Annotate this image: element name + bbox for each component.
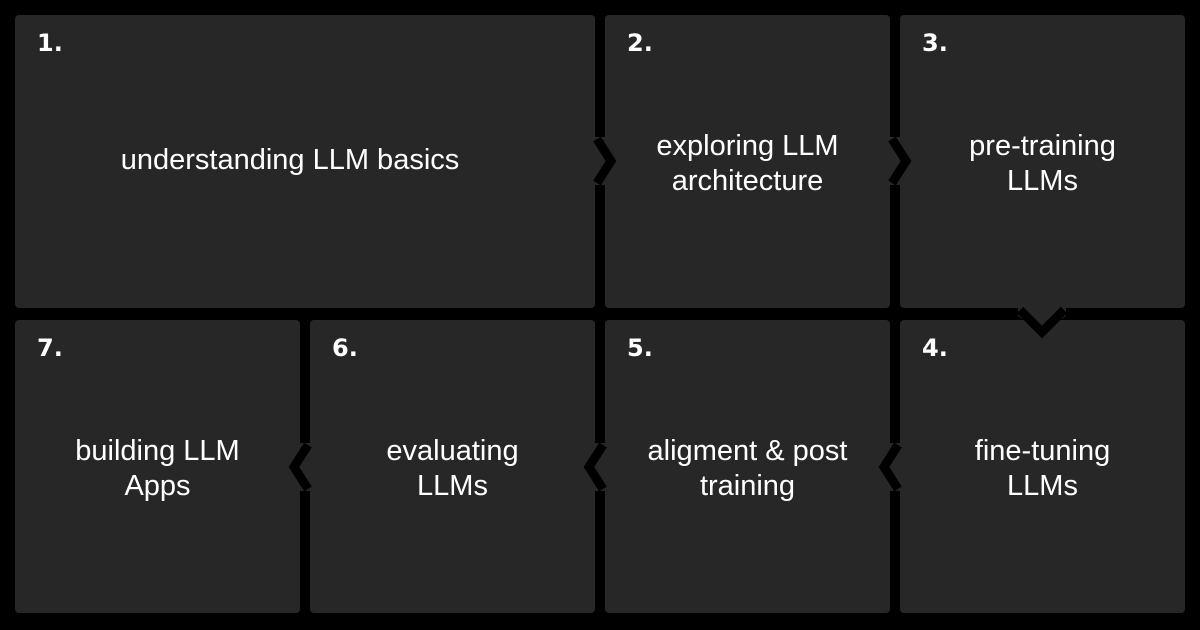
step-3-card: 3. pre-training LLMs <box>900 15 1185 308</box>
step-5-number: 5. <box>627 334 653 362</box>
connector-5-to-6-arrow <box>583 443 607 491</box>
step-6-number: 6. <box>332 334 358 362</box>
step-5-label-line: training <box>699 470 796 502</box>
step-1-label-line: understanding LLM basics <box>120 144 460 176</box>
connector-3-to-4-arrow <box>1018 306 1066 339</box>
step-2-card: 2. exploring LLM architecture <box>605 15 890 308</box>
step-5-label-line: aligment & post <box>647 435 848 467</box>
step-4-label: fine-tuning LLMs <box>900 434 1185 504</box>
step-6-label: evaluating LLMs <box>310 434 595 504</box>
step-6-label-line: evaluating <box>386 435 519 467</box>
step-3-label: pre-training LLMs <box>900 129 1185 199</box>
step-3-label-line: LLMs <box>1007 165 1078 197</box>
step-2-label-line: exploring LLM <box>656 130 839 162</box>
step-2-label-line: architecture <box>671 165 824 197</box>
step-6-card: 6. evaluating LLMs <box>310 320 595 613</box>
step-3-number: 3. <box>922 29 948 57</box>
connector-1-to-2-arrow <box>593 137 617 185</box>
step-7-label: building LLM Apps <box>15 434 300 504</box>
connector-6-to-7-arrow <box>288 443 312 491</box>
step-1-label: understanding LLM basics <box>0 143 595 178</box>
step-7-label-line: Apps <box>124 470 191 502</box>
step-2-number: 2. <box>627 29 653 57</box>
connector-4-to-5-arrow <box>878 443 902 491</box>
step-7-number: 7. <box>37 334 63 362</box>
step-4-label-line: LLMs <box>1007 470 1078 502</box>
step-2-label: exploring LLM architecture <box>605 129 890 199</box>
step-4-label-line: fine-tuning <box>974 435 1111 467</box>
step-5-card: 5. aligment & post training <box>605 320 890 613</box>
step-7-card: 7. building LLM Apps <box>15 320 300 613</box>
step-7-label-line: building LLM <box>75 435 240 467</box>
step-3-label-line: pre-training <box>969 130 1116 162</box>
step-4-card: 4. fine-tuning LLMs <box>900 320 1185 613</box>
step-5-label: aligment & post training <box>605 434 890 504</box>
step-6-label-line: LLMs <box>417 470 488 502</box>
step-1-number: 1. <box>37 29 63 57</box>
connector-2-to-3-arrow <box>888 137 912 185</box>
step-1-card: 1. understanding LLM basics <box>15 15 595 308</box>
step-4-number: 4. <box>922 334 948 362</box>
